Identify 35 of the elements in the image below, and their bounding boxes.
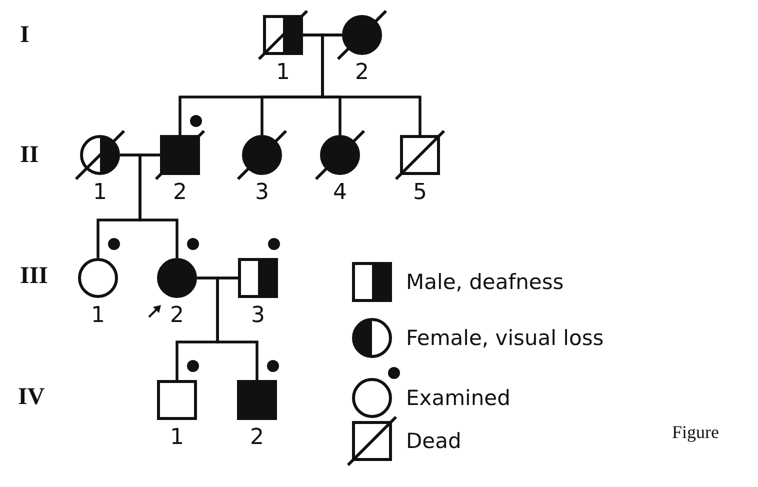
individual-number: 2 — [354, 61, 370, 85]
legend-label: Female, visual loss — [406, 325, 604, 351]
male-symbol — [263, 15, 303, 55]
generation-numeral: II — [20, 142, 39, 168]
legend-label: Male, deafness — [406, 269, 564, 295]
legend-label: Dead — [406, 428, 462, 454]
individual-number: 1 — [275, 61, 291, 85]
male-symbol — [157, 380, 197, 420]
legend-label: Examined — [406, 385, 510, 411]
male-symbol — [400, 135, 440, 175]
individual-number: 1 — [90, 304, 106, 328]
figure-caption: Figure — [672, 421, 719, 443]
individual-number: 1 — [169, 426, 185, 450]
generation-numeral: III — [20, 263, 48, 289]
female-symbol — [342, 15, 382, 55]
generation-numeral: I — [20, 22, 30, 48]
female-symbol — [242, 135, 282, 175]
female-symbol — [80, 135, 120, 175]
individual-number: 2 — [169, 304, 185, 328]
generation-numeral: IV — [18, 384, 45, 410]
descent-line — [216, 276, 258, 380]
descent-line — [138, 154, 178, 258]
individual-number: 3 — [254, 181, 270, 205]
individual-number: 1 — [92, 181, 108, 205]
female-symbol — [320, 135, 360, 175]
male-symbol — [237, 380, 277, 420]
individual-number: 2 — [249, 426, 265, 450]
individual-number: 4 — [332, 181, 348, 205]
individual-number: 5 — [412, 181, 428, 205]
individual-number: 3 — [250, 304, 266, 328]
female-symbol — [78, 258, 118, 298]
descent-line — [321, 34, 422, 135]
female-symbol — [157, 258, 197, 298]
individual-number: 2 — [172, 181, 188, 205]
male-symbol — [238, 258, 278, 298]
